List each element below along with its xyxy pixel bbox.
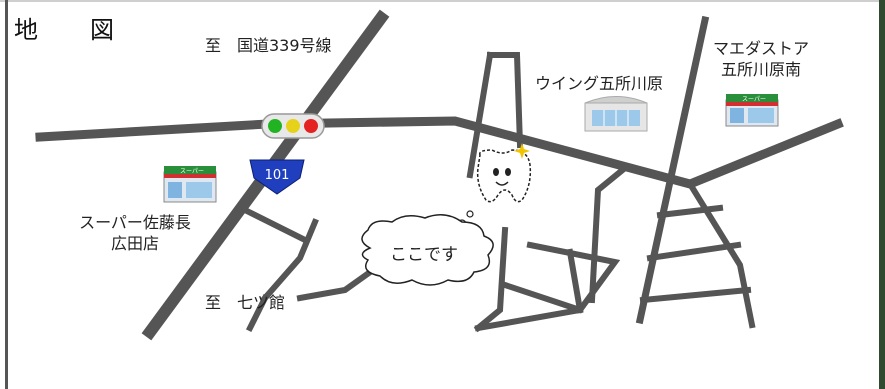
traffic-light-yellow <box>286 119 300 133</box>
main-east-west-road <box>35 116 844 189</box>
store-icon-maeda: スーパー <box>725 94 779 127</box>
thought-bubble <box>361 210 494 286</box>
route-number: 101 <box>265 168 290 183</box>
label-supermarket-line2: 広田店 <box>110 234 159 253</box>
label-supermarket-line1: スーパー佐藤長 <box>79 213 191 232</box>
northeast-road <box>635 15 710 325</box>
label-to-shichitsudate: 至 七ツ館 <box>205 293 286 312</box>
map-title: 地 図 <box>14 16 128 44</box>
traffic-light-red <box>304 119 318 133</box>
label-maeda-store-line2: 五所川原南 <box>720 60 801 79</box>
store-sign-text: スーパー <box>180 168 204 175</box>
label-wing-store: ウイング五所川原 <box>535 74 664 93</box>
label-maeda-store-line1: マエダストア <box>712 39 809 58</box>
label-here-bubble: ここです <box>390 245 458 265</box>
frame-left-border <box>5 0 8 389</box>
label-maeda-store: マエダストア 五所川原南 <box>706 38 816 80</box>
label-supermarket: スーパー佐藤長 広田店 <box>70 212 200 254</box>
building-icon <box>584 96 648 132</box>
traffic-light-icon <box>261 113 325 139</box>
traffic-light-green <box>268 119 282 133</box>
roads <box>35 9 844 341</box>
tooth-mascot-icon <box>476 143 532 203</box>
route-shield-icon: 101 <box>249 159 305 195</box>
frame-right-border <box>879 0 885 389</box>
store-sign-text-maeda: スーパー <box>742 96 766 103</box>
store-icon: スーパー <box>163 166 217 203</box>
frame-top-border <box>0 0 885 2</box>
label-to-route339: 至 国道339号線 <box>205 36 332 55</box>
